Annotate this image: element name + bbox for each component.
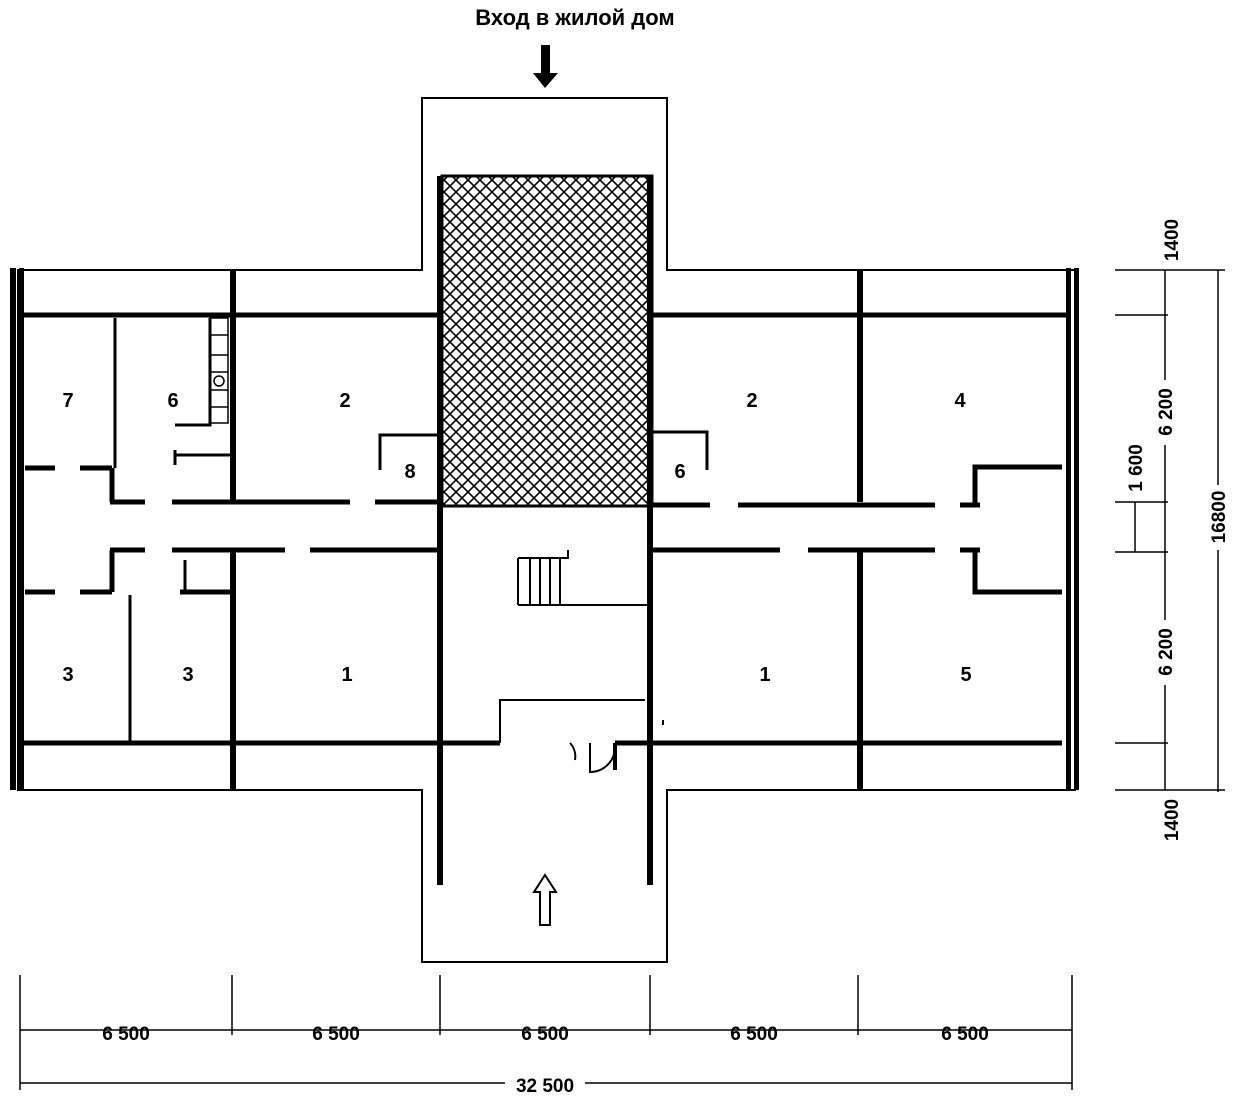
room-number: 1 xyxy=(759,664,770,686)
room-number: 6 xyxy=(674,461,685,483)
dimension-label: 6 200 xyxy=(1156,628,1177,676)
room-number: 7 xyxy=(62,390,73,412)
room-number: 1 xyxy=(341,664,352,686)
entrance-arrow-icon xyxy=(533,45,558,88)
room-number: 4 xyxy=(954,390,966,412)
dimension-label: 6 500 xyxy=(941,1024,989,1045)
dimension-label: 6 500 xyxy=(312,1024,360,1045)
dimension-label: 6 500 xyxy=(521,1024,569,1045)
entrance-title: Вход в жилой дом xyxy=(475,5,674,30)
total-dimension-label: 32 500 xyxy=(516,1076,574,1097)
dimension-label: 6 500 xyxy=(102,1024,150,1045)
hatched-core xyxy=(440,174,654,508)
stairs-icon xyxy=(517,550,648,606)
dimension-label: 1 600 xyxy=(1126,444,1147,492)
kitchen-fixtures xyxy=(209,317,229,424)
dimension-label: 1400 xyxy=(1162,219,1183,261)
walls xyxy=(20,176,1068,885)
room-number: 5 xyxy=(960,664,971,686)
room-number: 2 xyxy=(339,390,350,412)
room-number: 2 xyxy=(746,390,757,412)
total-dimension-label: 16800 xyxy=(1209,491,1230,544)
dimension-label: 6 500 xyxy=(730,1024,778,1045)
room-number: 3 xyxy=(62,664,73,686)
dimension-label: 6 200 xyxy=(1156,388,1177,436)
room-number: 6 xyxy=(167,390,178,412)
room-number: 8 xyxy=(404,461,415,483)
entry-arrow-icon xyxy=(532,873,558,926)
room-number: 3 xyxy=(182,664,193,686)
end-walls xyxy=(10,268,1079,790)
dimension-label: 1400 xyxy=(1162,799,1183,841)
